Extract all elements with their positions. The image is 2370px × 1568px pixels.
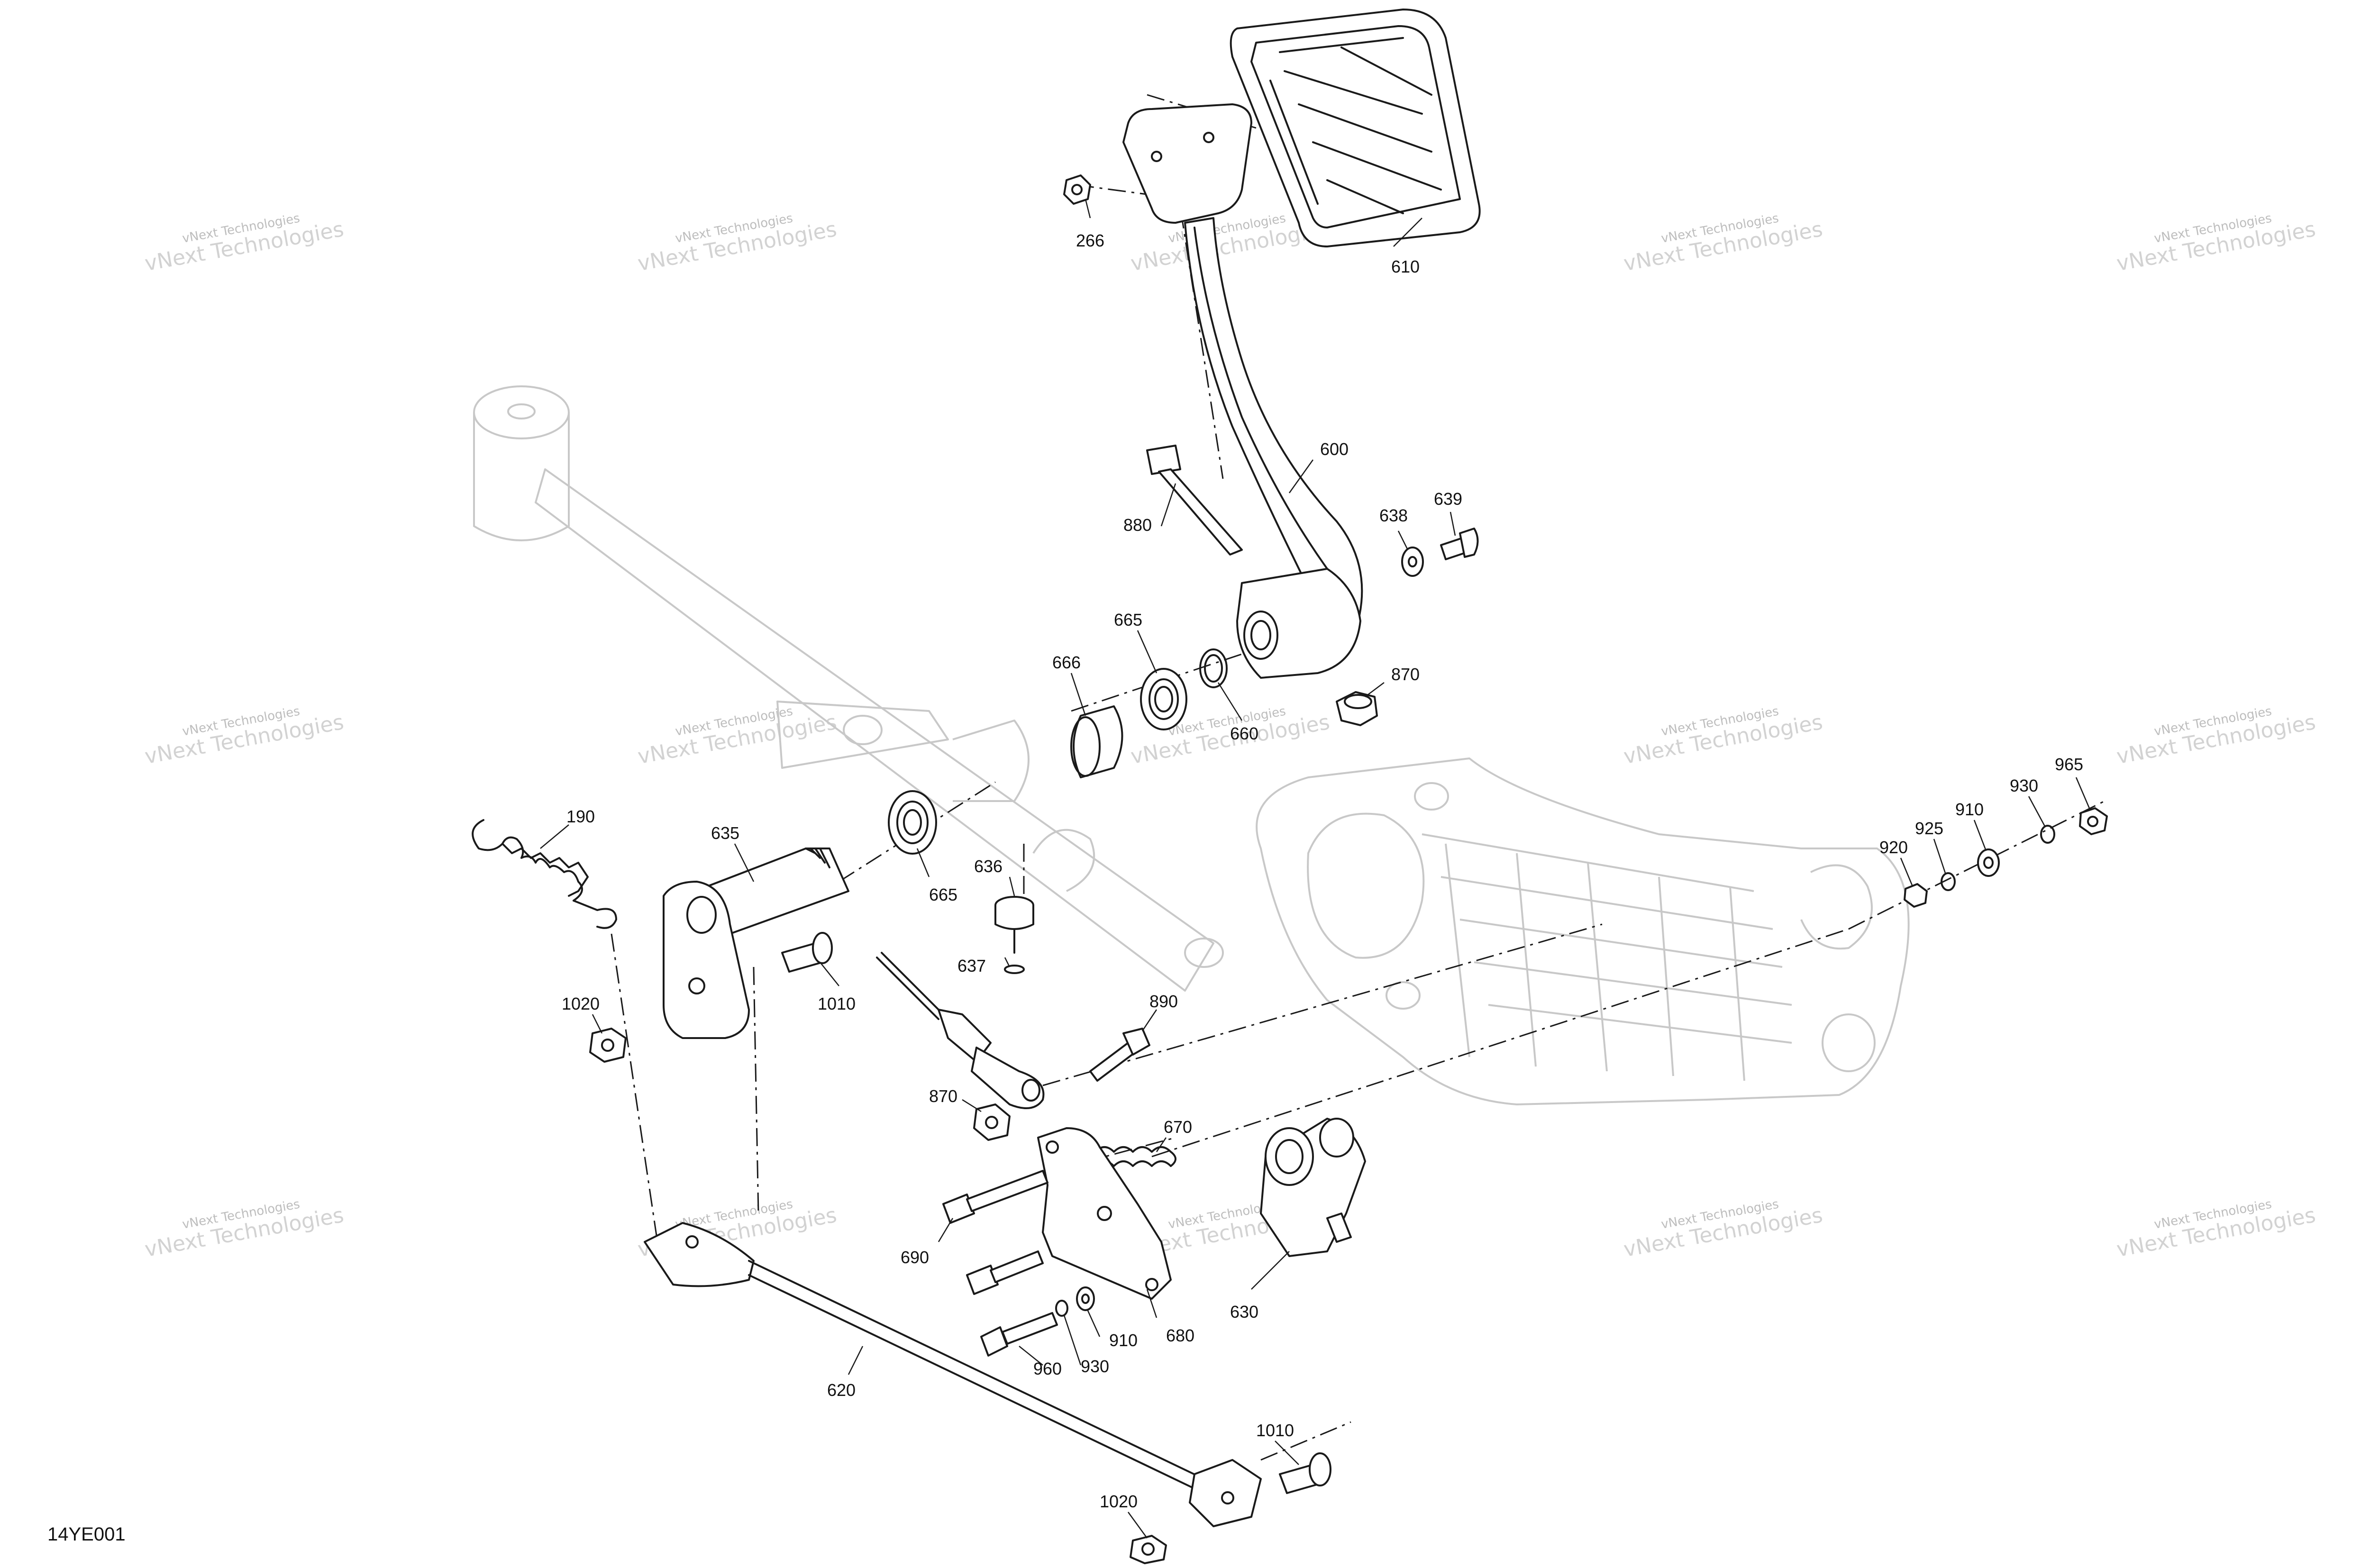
callout-666: 666: [1052, 653, 1081, 672]
callout-680: 680: [1166, 1326, 1194, 1345]
washer-930-right: [2040, 825, 2055, 844]
watermark: vNext Technologies vNext Technologies: [143, 211, 346, 276]
callout-880: 880: [1123, 515, 1152, 535]
bearing-665-upper: [1140, 668, 1187, 730]
callout-190: 190: [566, 807, 595, 826]
spring-190: [472, 819, 617, 929]
callout-930-right: 930: [2010, 776, 2038, 795]
watermark: vNext Technologies vNext Technologies: [143, 704, 346, 769]
bolt-890: [1089, 1028, 1150, 1082]
diagram-id: 14YE001: [47, 1524, 126, 1545]
callout-636: 636: [974, 857, 1003, 876]
callout-600: 600: [1320, 439, 1349, 459]
washer-930-lower: [1055, 1300, 1068, 1317]
clevis-pin-1010-upper: [781, 932, 833, 973]
callout-638: 638: [1379, 506, 1408, 525]
bolt-639: [1440, 528, 1479, 560]
callout-870-lower: 870: [929, 1086, 957, 1106]
washer-910-right: [1977, 848, 2000, 877]
linkage-630: [1260, 1118, 1366, 1257]
callout-910-right: 910: [1955, 800, 1984, 819]
bracket-plate-680: [1037, 1127, 1172, 1300]
washer-638: [1401, 547, 1424, 577]
clip-637: [1004, 965, 1025, 974]
callout-925: 925: [1915, 819, 1943, 838]
nut-1020-upper: [589, 1028, 627, 1063]
pedal-pad-610: [1230, 9, 1481, 247]
ghost-gearbox-housing: [1256, 757, 1910, 1105]
washer-925: [1941, 872, 1956, 891]
callout-960: 960: [1033, 1359, 1062, 1378]
nut-870-lower: [973, 1103, 1011, 1141]
watermark: vNext Technologies vNext Technologies: [2115, 1197, 2318, 1262]
callout-635: 635: [711, 823, 739, 843]
callout-630: 630: [1230, 1302, 1258, 1322]
bolt-880: [1146, 445, 1243, 556]
callout-1010-lower: 1010: [1256, 1421, 1294, 1440]
pedal-bracket-plate: [1122, 103, 1252, 224]
watermark: vNext Technologies vNext Technologies: [1622, 211, 1825, 276]
clevis-pin-1010-lower: [1279, 1452, 1331, 1494]
callout-1010-upper: 1010: [818, 994, 856, 1013]
watermark: vNext Technologies vNext Technologies: [143, 1197, 346, 1262]
callout-690: 690: [901, 1248, 929, 1267]
callout-labels: 266 610 600 880 638 639 665 666 660 870 …: [562, 231, 2083, 1511]
nut-870-upper: [1336, 691, 1378, 726]
callout-639: 639: [1434, 489, 1462, 509]
callout-620: 620: [827, 1380, 856, 1400]
bolt-690-upper: [942, 1170, 1048, 1224]
stop-pin-636: [994, 896, 1034, 954]
ghost-frame-arm: [473, 385, 1224, 992]
cable-rod-end: [876, 952, 1045, 1109]
nut-1020-lower: [1130, 1535, 1167, 1564]
watermark: vNext Technologies vNext Technologies: [636, 211, 839, 276]
callout-665-upper: 665: [1114, 610, 1142, 629]
bolt-960: [980, 1312, 1058, 1357]
callout-890: 890: [1149, 992, 1178, 1011]
washer-910-lower: [1076, 1286, 1095, 1311]
nut-965: [2079, 807, 2108, 835]
callout-965: 965: [2055, 755, 2083, 774]
watermark: vNext Technologies vNext Technologies: [1622, 704, 1825, 769]
shaft-lever-635: [663, 848, 849, 1039]
callout-1020-upper: 1020: [562, 994, 600, 1013]
callout-637: 637: [957, 956, 986, 975]
assembly-lines: [611, 94, 2105, 1461]
bolt-690-lower: [966, 1250, 1044, 1295]
nut-920: [1904, 883, 1928, 908]
callout-910-lower: 910: [1109, 1331, 1138, 1350]
callout-870-upper: 870: [1391, 665, 1420, 684]
callout-266: 266: [1076, 231, 1104, 250]
leader-lines: [540, 199, 2091, 1539]
callout-930-lower: 930: [1081, 1357, 1109, 1376]
watermark: vNext Technologies vNext Technologies: [1622, 1197, 1825, 1262]
rod-620: [644, 1222, 1262, 1527]
nut-266: [1063, 174, 1091, 205]
callout-670: 670: [1164, 1117, 1192, 1137]
watermark: vNext Technologies vNext Technologies: [2115, 211, 2318, 276]
watermark: vNext Technologies vNext Technologies: [2115, 704, 2318, 769]
callout-1020-lower: 1020: [1100, 1492, 1138, 1511]
callout-660: 660: [1230, 724, 1258, 743]
bushing-666: [1070, 705, 1123, 778]
callout-610: 610: [1391, 257, 1420, 276]
callout-920: 920: [1879, 838, 1908, 857]
pedal-arm-600: [1184, 217, 1363, 679]
ring-660: [1199, 648, 1228, 688]
bearing-665-lower: [888, 790, 937, 855]
callout-665-lower: 665: [929, 885, 957, 904]
